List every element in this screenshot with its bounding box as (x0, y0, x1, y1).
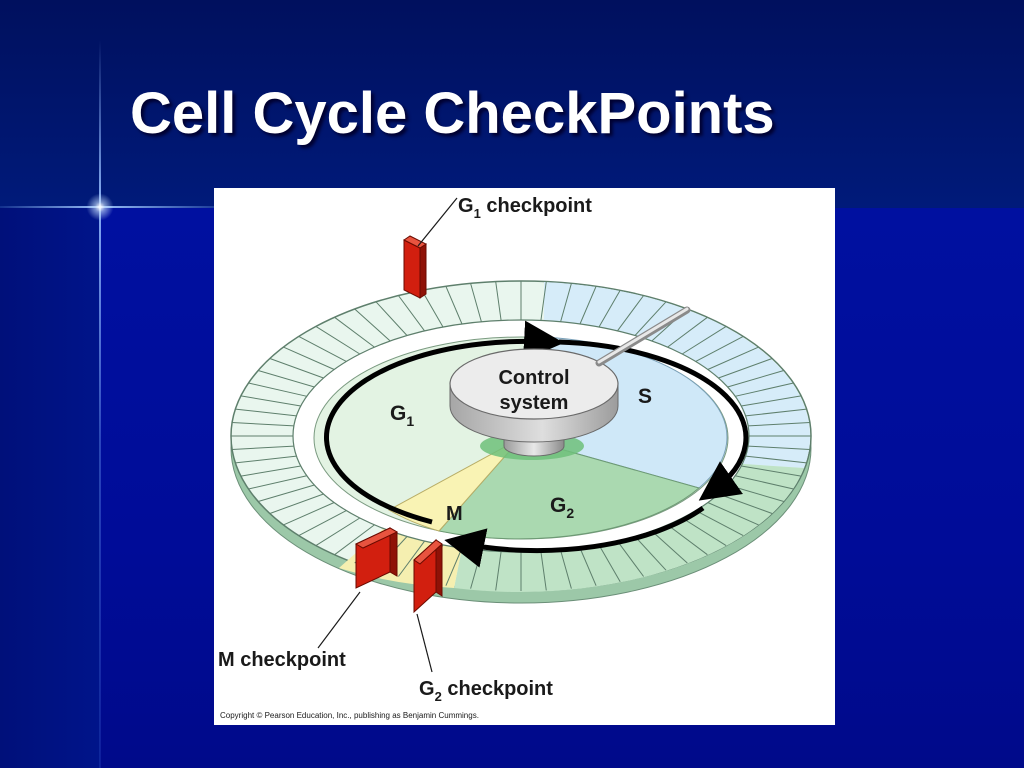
ring-tick (598, 544, 621, 582)
ring-tick (240, 465, 301, 477)
m-checkpoint-label: M checkpoint (218, 649, 346, 671)
ring-tick (579, 286, 597, 325)
ring-tick (681, 517, 727, 547)
ring-tick (258, 484, 315, 502)
ring-tick (748, 422, 810, 427)
m-checkpoint-leader (317, 591, 361, 649)
ring-tick (560, 283, 572, 322)
ring-tick (283, 346, 335, 370)
ring-tick (354, 308, 391, 342)
ring-tick (397, 540, 426, 577)
ring-tick (470, 283, 482, 322)
ring-tick (540, 551, 547, 591)
ring-tick (248, 475, 307, 490)
control-system-handle-highlight (597, 307, 689, 364)
g2-checkpoint-label: G2 checkpoint (419, 678, 553, 704)
ring-tick (298, 510, 347, 537)
ring-tick (707, 346, 759, 370)
ring-tick (375, 301, 408, 336)
ring-tick (616, 540, 645, 577)
ring-tick (495, 281, 502, 321)
ring-tick (735, 382, 794, 397)
ring-tick (718, 358, 773, 379)
ring-tick (667, 524, 708, 556)
ring-tick (695, 510, 744, 537)
ring-tick (634, 301, 667, 336)
g1-phase-label: G1 (390, 402, 414, 429)
ring-tick (315, 325, 361, 355)
m-checkpoint-barrier (354, 527, 399, 589)
ring-tick (269, 493, 324, 514)
ring-tick (235, 455, 297, 464)
m-phase-label: M (446, 503, 463, 525)
cycle-arrow-g1 (324, 320, 564, 525)
ring-tick (397, 295, 426, 332)
copyright-notice: Copyright © Pearson Education, Inc., pub… (220, 711, 479, 720)
control-system-label-line2: system (500, 392, 569, 414)
ring-tick (334, 524, 375, 556)
ring-tick (707, 502, 759, 526)
slide-title: Cell Cycle CheckPoints (130, 81, 775, 146)
g2-checkpoint-barrier (413, 538, 443, 614)
ring-tick (298, 335, 347, 362)
ring-tick (727, 370, 784, 388)
ring-tick (495, 551, 502, 591)
ring-tick (258, 370, 315, 388)
ring-tick (681, 325, 727, 355)
ring-tick (634, 536, 667, 571)
ring-tick (235, 408, 297, 417)
ring-tick (598, 290, 621, 328)
ring-tick (232, 422, 294, 427)
ring-tick (741, 395, 802, 407)
g2-checkpoint-leader (416, 613, 433, 673)
ring-tick (240, 395, 301, 407)
ring-tick (540, 281, 547, 321)
control-system-disc (449, 348, 619, 420)
ring-tick (269, 358, 324, 379)
ring-tick (248, 382, 307, 397)
ring-tick (745, 408, 807, 417)
s-phase-label: S (638, 385, 652, 408)
ring-tick (616, 295, 645, 332)
ring-tick (695, 335, 744, 362)
ring-tick (741, 465, 802, 477)
ring-tick (315, 517, 361, 547)
g1-checkpoint-leader (417, 197, 458, 247)
ring-tick (560, 550, 572, 589)
ring-tick (421, 290, 444, 328)
ring-tick (745, 455, 807, 464)
cycle-arrow-g2 (444, 505, 705, 568)
slide-left-band (0, 208, 100, 768)
ring-tick (735, 475, 794, 490)
g2-phase-label: G2 (550, 494, 574, 521)
ring-tick (748, 445, 810, 450)
g1-checkpoint-label: G1 checkpoint (458, 195, 592, 221)
g1-checkpoint-barrier (403, 235, 427, 299)
ring-tick (232, 445, 294, 450)
cell-cycle-diagram: Control system G1 S G2 M G1 checkpoint M… (214, 188, 835, 725)
ring-tick (651, 530, 688, 564)
ring-tick (334, 316, 375, 348)
sparkle-icon (84, 191, 116, 223)
ring-tick (667, 316, 708, 348)
ring-tick (445, 286, 463, 325)
ring-tick (283, 502, 335, 526)
decorative-vertical-line (99, 40, 101, 768)
control-system-label-line1: Control (498, 367, 569, 389)
slide-header-background (0, 0, 1024, 208)
ring-tick (579, 547, 597, 586)
